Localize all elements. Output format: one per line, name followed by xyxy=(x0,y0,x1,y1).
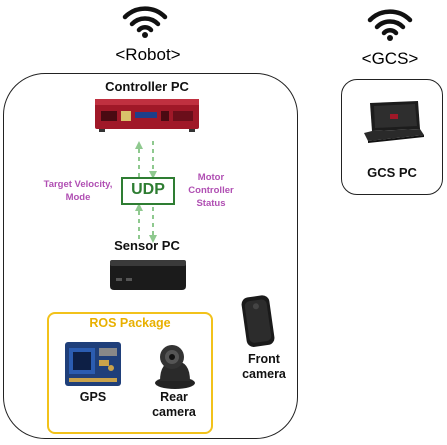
gcs-container xyxy=(341,79,443,195)
controller-pc-label: Controller PC xyxy=(105,79,189,94)
front-camera-icon xyxy=(241,295,275,347)
rear-camera-icon xyxy=(155,345,195,389)
robot-title: <Robot> xyxy=(115,45,181,64)
laptop-icon xyxy=(364,101,424,143)
gcs-pc-label: GCS PC xyxy=(367,165,417,180)
sensor-pc-label: Sensor PC xyxy=(114,238,180,253)
ros-package-box xyxy=(47,312,213,434)
gps-label: GPS xyxy=(79,390,107,404)
gps-module-icon xyxy=(65,342,121,386)
ros-package-label: ROS Package xyxy=(89,316,171,330)
target-velocity-label: Target Velocity, Mode xyxy=(43,179,113,203)
udp-box xyxy=(121,177,175,205)
controller-pc-icon xyxy=(95,99,199,132)
gcs-title: <GCS> xyxy=(361,49,419,68)
front-camera-label: Front camera xyxy=(242,352,286,381)
rear-camera-label: Rear camera xyxy=(152,390,196,419)
sensor-pc-icon xyxy=(110,260,186,290)
wifi-icon xyxy=(122,6,168,38)
motor-status-label: Motor Controller Status xyxy=(188,172,234,209)
udp-label: UDP xyxy=(131,181,165,198)
robot-container xyxy=(3,73,298,439)
udp-arrows xyxy=(135,141,157,243)
wifi-icon xyxy=(367,9,413,41)
